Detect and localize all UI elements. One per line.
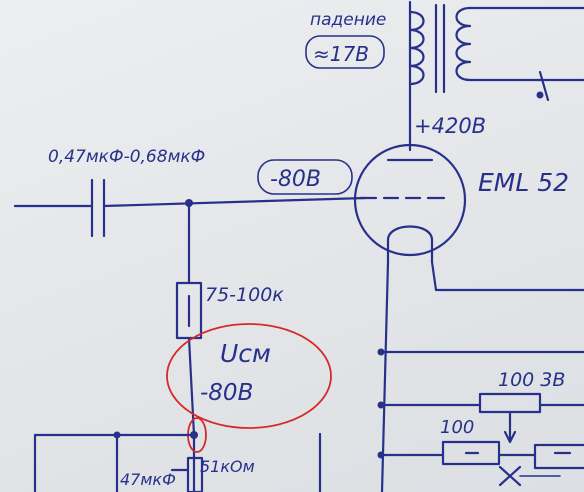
primary-winding — [408, 10, 425, 86]
cross-mark — [498, 465, 522, 487]
grid-resistor-value: 75-100к — [205, 284, 284, 306]
coupling-cap-label: 0,47мкФ-0,68мкФ — [48, 147, 205, 167]
resistor-100-body — [441, 440, 501, 466]
wiper-arrow — [503, 430, 517, 444]
voltage-drop-word: падение — [310, 10, 386, 30]
grid-bias-oval — [257, 159, 353, 195]
resistor-right-body — [533, 443, 584, 470]
resistor-51k-body — [186, 456, 204, 492]
anode-voltage-label: +420В — [414, 114, 486, 138]
resistor-100-3w-body — [478, 392, 542, 414]
bias-voltage-symbol: Uсм — [220, 339, 271, 368]
grid-wire — [102, 196, 367, 208]
bias-annotation-circle — [166, 323, 332, 429]
secondary-junction-dot — [536, 91, 544, 99]
output-transformer — [408, 0, 584, 152]
resistor-51k-label: 51кОм — [200, 457, 255, 476]
tube-name: EML 52 — [478, 168, 569, 197]
tube-envelope — [353, 143, 467, 257]
secondary-winding — [455, 6, 472, 82]
cathode-wire-right — [430, 260, 584, 292]
vacuum-tube — [353, 143, 467, 264]
voltage-drop-oval — [305, 35, 385, 69]
secondary-tap — [538, 70, 550, 102]
tube-cathode — [386, 225, 434, 242]
grid-bias-label: -80В — [270, 167, 321, 192]
resistor-100-label: 100 — [440, 417, 474, 438]
bias-voltage-value: -80В — [200, 380, 253, 406]
resistor-100-3w-label: 100 3В — [498, 369, 565, 391]
cap-47u-label: 47мкФ — [120, 470, 176, 489]
voltage-drop-value: ≈17В — [313, 42, 369, 66]
